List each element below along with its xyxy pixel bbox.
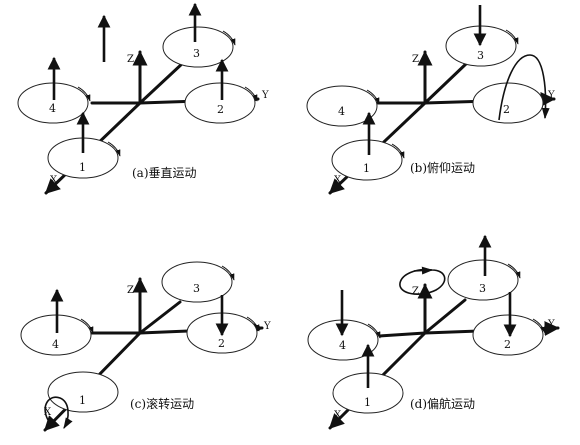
rotor-4-label: 4 [52,338,59,351]
rotor-1-label: 1 [363,162,370,175]
rotor-3-label: 3 [193,47,200,60]
rotor-3 [162,26,234,68]
z-axis-label: Z [412,286,419,297]
rotor-1-label: 1 [364,396,371,409]
rotor-3 [447,259,519,301]
rotor-2-label: 2 [217,103,224,116]
panel-b: Z Y X 4 2 3 1 (b)俯仰运动 [306,5,556,195]
rotor-3-label: 3 [479,282,486,295]
rotor-4-label: 4 [338,105,345,118]
panel-a: Z Y X 4 2 3 1 (a)垂直运动 [17,2,269,195]
z-axis-label: Z [127,285,134,296]
spin-arrow-icon [77,86,91,102]
panel-d-caption: (d)偏航运动 [410,396,475,411]
yaw-rotation-arrow-icon [413,266,434,275]
rotor-2-label: 2 [504,338,511,351]
spin-arrow-icon [107,141,121,157]
spin-arrow-icon [366,89,380,105]
panel-a-caption: (a)垂直运动 [132,166,197,180]
panel-c-caption: (c)滚转运动 [130,396,194,411]
spin-arrow-icon [80,318,94,334]
spin-arrow-icon [391,143,405,159]
rotor3-arm [423,298,467,335]
y-axis-label: Y [547,319,555,330]
panel-b-caption: (b)俯仰运动 [410,160,475,175]
rotor-2-label: 2 [503,103,510,116]
spin-arrow-icon [222,30,236,46]
rotor-2-label: 2 [218,337,225,350]
rotor-3 [161,261,233,303]
panel-d: Y X 4 2 3 1 Z (d)偏航运动 [307,234,560,430]
pitch-rotation-arrow-icon [498,54,550,121]
rotor-3-label: 3 [193,282,200,295]
spin-arrow-icon [246,316,260,332]
rotor4-arm [378,331,427,338]
rotor3-arm [423,60,470,105]
rotor-1 [331,139,403,181]
x-axis-label: X [334,410,342,421]
rotor3-arm [138,300,182,335]
spin-arrow-icon [507,263,521,279]
y-axis-label: Y [547,90,555,101]
rotor-3-label: 3 [477,49,484,62]
spin-arrow-icon [532,318,546,334]
rotor-2 [472,82,544,124]
spin-arrow-icon [367,323,381,339]
rotor-4 [306,85,378,127]
yaw-rotation-path [399,268,446,295]
z-axis-label: Z [127,54,134,65]
roll-rotation-arrow-icon [44,396,73,429]
x-axis-label: X [44,407,52,418]
panel-c: Z Y X 4 2 3 1 (c)滚转运动 [20,261,271,432]
spin-arrow-icon [505,29,519,45]
spin-arrow-icon [221,265,235,281]
y-axis-label: Y [263,321,271,332]
rotor-1-label: 1 [79,394,86,407]
rotor-4-label: 4 [339,339,346,352]
rotor-2 [184,82,256,124]
rotor-1-label: 1 [79,161,86,174]
z-axis-label: Z [412,54,419,65]
y-axis-label: Y [261,90,269,101]
x-axis-label: X [334,175,342,186]
spin-arrow-icon [244,86,258,102]
x-axis-label: X [50,175,58,186]
rotor-4-label: 4 [49,102,56,115]
rotor3-arm [138,60,186,105]
